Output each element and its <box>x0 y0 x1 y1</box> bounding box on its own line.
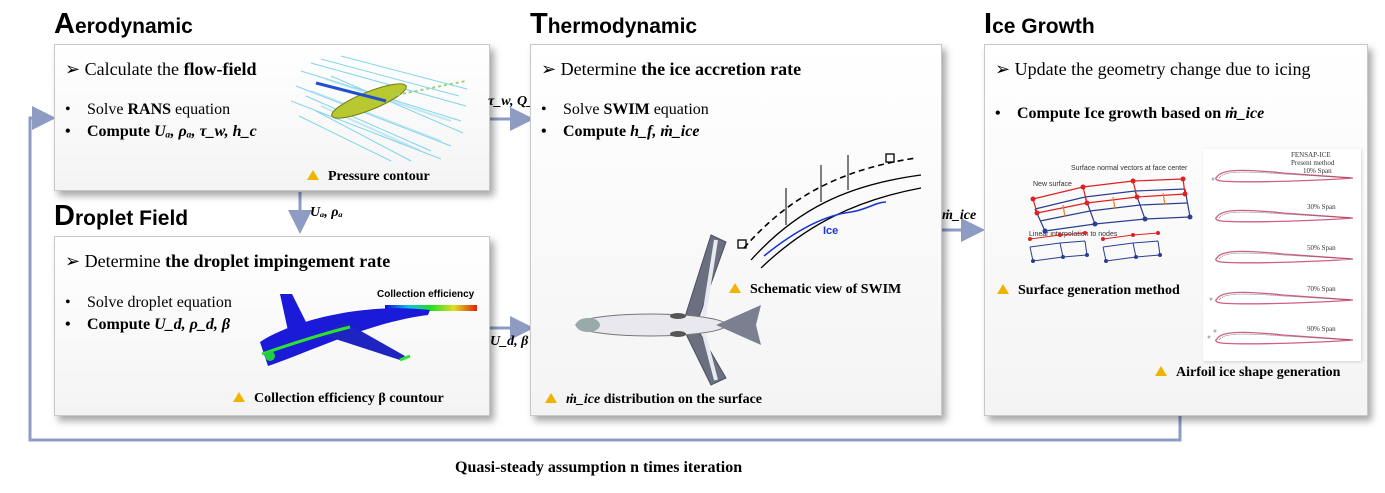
ice-headline: ➢ Update the geometry change due to icin… <box>995 59 1311 79</box>
airfoil-caption: Airfoil ice shape generation <box>1155 365 1340 381</box>
swim-schematic <box>737 153 922 269</box>
surface-caption: Surface generation method <box>997 283 1180 299</box>
airfoil-span-label-1: 10% Span <box>1303 167 1332 175</box>
label-aero-to-thermo: τ_w, Q_c <box>488 94 541 109</box>
aero-panel: ➢ Calculate the flow-field •Solve RANS e… <box>54 44 490 191</box>
aero-headline: ➢ Calculate the flow-field <box>65 59 257 79</box>
ice-distribution-caption: ṁ_ice distribution on the surface <box>545 392 762 408</box>
collection-efficiency-airplane <box>260 294 430 366</box>
ice-bullet-1: •Compute Ice growth based on ṁ_ice <box>995 105 1265 122</box>
aero-bullet-1: •Solve RANS equation <box>65 101 231 118</box>
triangle-icon <box>997 284 1009 294</box>
mesh-label-interpolation: Linear interpolation to nodes <box>1029 231 1118 238</box>
mesh-label-new-surface: New surface <box>1033 181 1072 188</box>
thermo-title: Thermodynamic <box>530 8 698 40</box>
airfoil-shapes <box>1207 169 1354 345</box>
ice-label: Ice <box>823 225 839 237</box>
triangle-icon <box>729 283 741 293</box>
label-aero-to-droplet: Uₐ, ρₐ <box>310 205 343 220</box>
ice-panel: ➢ Update the geometry change due to icin… <box>984 44 1368 416</box>
surface-mesh-diagram <box>1028 176 1193 263</box>
aero-title: Aerodynamic <box>54 8 193 40</box>
thermo-headline: ➢ Determine the ice accretion rate <box>541 59 802 79</box>
airfoil-span-label-4: 70% Span <box>1307 285 1336 293</box>
triangle-icon <box>307 170 319 180</box>
airfoil-legend-2: Present method <box>1291 159 1335 167</box>
aero-bullet-2: •Compute Uₐ, ρₐ, τ_w, h_c <box>65 123 257 140</box>
mesh-label-normals: Surface normal vectors at face center <box>1071 165 1188 172</box>
droplet-bullet-2: •Compute U_d, ρ_d, β <box>65 316 231 333</box>
droplet-caption: Collection efficiency β countour <box>233 391 444 407</box>
droplet-bullet-1: •Solve droplet equation <box>65 294 232 311</box>
triangle-icon <box>545 393 557 403</box>
airfoil-span-label-3: 50% Span <box>1307 244 1336 252</box>
aero-caption: Pressure contour <box>307 169 430 185</box>
airfoil-span-label-2: 30% Span <box>1307 203 1336 211</box>
thermo-bullet-2: •Compute h_f, ṁ_ice <box>541 123 700 140</box>
thermo-panel: ➢ Determine the ice accretion rate •Solv… <box>530 44 942 416</box>
thermo-bullet-1: •Solve SWIM equation <box>541 101 709 118</box>
triangle-icon <box>1155 366 1167 376</box>
droplet-panel: ➢ Determine the droplet impingement rate… <box>54 236 490 416</box>
ice-title: Ice Growth <box>984 8 1095 40</box>
airfoil-span-label-5: 90% Span <box>1307 325 1336 333</box>
feedback-loop <box>28 106 1182 442</box>
swim-caption: Schematic view of SWIM <box>729 282 901 298</box>
label-droplet-to-thermo: U_d, β <box>490 334 529 349</box>
droplet-title: Droplet Field <box>54 200 189 232</box>
pressure-contour-image <box>291 55 468 162</box>
airfoil-column: FENSAP-ICE Present method 10% Span 30% S… <box>1203 149 1361 361</box>
collection-efficiency-colorbar <box>385 305 477 311</box>
droplet-headline: ➢ Determine the droplet impingement rate <box>65 251 391 271</box>
airfoil-legend-1: FENSAP-ICE <box>1291 151 1331 159</box>
label-thermo-to-ice: ṁ_ice <box>942 208 977 223</box>
collection-efficiency-legend-label: Collection efficiency <box>377 289 475 300</box>
ice-distribution-airplane <box>575 234 761 386</box>
triangle-icon <box>233 392 245 402</box>
iteration-footer: Quasi-steady assumption n times iteratio… <box>455 459 743 476</box>
